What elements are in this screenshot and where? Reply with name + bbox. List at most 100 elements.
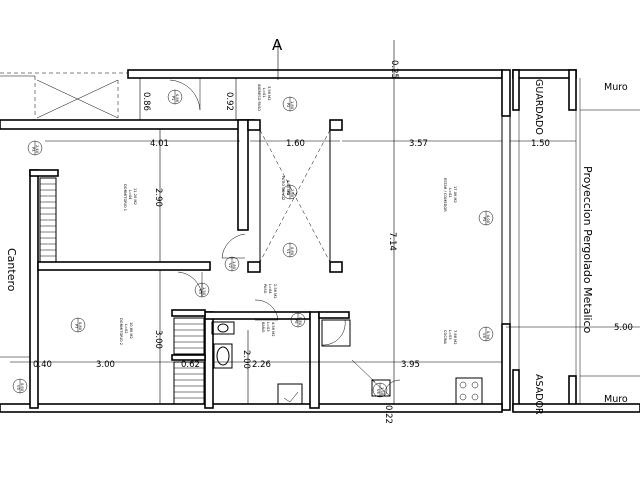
room-estar: ESTAR / COMEDOR L=02 17.06 M2 [443, 178, 457, 212]
room-cocina-level: L=03 [448, 330, 452, 340]
dim-150: 1.50 [531, 139, 550, 149]
dim-714: 7.14 [387, 232, 397, 251]
room-dormitorio2: DORMITORIO 2 L=02 10.86 M2 [119, 318, 133, 345]
room-dormitorio2-area: 10.86 M2 [129, 322, 133, 339]
room-ingreso-name: INGRESO PASO [257, 84, 261, 111]
dim-040: 0.40 [33, 360, 52, 370]
marker-v1: V1 0.80 [282, 242, 298, 258]
walls [0, 69, 640, 413]
marker-p4-size: 2.60 [290, 189, 294, 198]
dim-200: 2.00 [241, 350, 251, 369]
dim-395: 3.95 [401, 360, 420, 370]
marker-p2-size: 1.80 [290, 101, 294, 110]
marker-v5: V5 0.60 [12, 378, 28, 394]
marker-v2-id: V2 [228, 263, 232, 268]
marker-p1-size: 0.86 [175, 94, 179, 103]
room-dormitorio2-name: DORMITORIO 2 [119, 318, 123, 345]
marker-p2: P2 1.80 [282, 96, 298, 112]
room-dormitorio1: DORMITORIO 1 L=04 11.20 M2 [123, 184, 137, 211]
marker-v5-size: 0.60 [20, 383, 24, 392]
guardado-label: GUARDADO [533, 79, 544, 135]
light-patio-cross [259, 129, 331, 263]
dim-226: 2.26 [252, 360, 271, 370]
marker-v1-size: 0.80 [290, 247, 294, 256]
room-labels: INGRESO PASO L=01 3.56 M2 DORMITORIO 1 L… [119, 84, 457, 345]
dim-300v: 3.00 [153, 330, 163, 349]
dim-300h: 3.00 [96, 360, 115, 370]
marker-v4-size: 0.94 [486, 331, 490, 340]
room-dormitorio1-name: DORMITORIO 1 [123, 184, 127, 211]
room-cocina: COCINA L=03 7.88 M2 [443, 330, 457, 345]
room-ingreso-level: L=01 [262, 88, 266, 98]
area-labels: Muro Muro GUARDADO ASADOR Proyeccion Per… [5, 79, 628, 415]
marker-p6-size: 0.80 [298, 317, 302, 326]
marker-v2: V2 1.80 [224, 256, 240, 272]
room-paso-level: L=04 [268, 284, 272, 294]
dimension-texts: 0.25 0.86 0.92 4.01 1.60 3.57 1.50 2.90 … [33, 60, 633, 424]
marker-v3-size: 1.50 [202, 287, 206, 296]
marker-v3: V3 1.50 [194, 282, 210, 298]
dimension-lines [10, 40, 640, 404]
dim-357: 3.57 [409, 139, 428, 149]
marker-p4-id: P4 [286, 191, 290, 196]
room-paso: PASO L=04 2.56 M2 [263, 284, 277, 299]
room-dormitorio1-area: 11.20 M2 [133, 188, 137, 205]
room-ingreso: INGRESO PASO L=01 3.56 M2 [257, 84, 271, 111]
room-bano-area: 4.56 M2 [271, 322, 275, 337]
section-marker: A [272, 36, 283, 54]
muro-top-label: Muro [604, 82, 628, 93]
doors [169, 78, 401, 397]
marker-p5-id: P5 [482, 217, 486, 221]
marker-v6-size: 1.50 [380, 387, 384, 396]
marker-p3-id: P3 [31, 147, 35, 151]
closet-hatch [39, 110, 520, 405]
marker-v5-id: V5 [16, 385, 20, 390]
marker-p5-size: 4.00 [486, 215, 490, 224]
room-paso-area: 2.56 M2 [273, 284, 277, 299]
dim-092: 0.92 [224, 92, 234, 111]
pergolado-label: Proyeccion Pergolado Metalico [581, 166, 594, 334]
room-bano-name: BAÑO [261, 322, 266, 333]
marker-p5: P5 4.00 [478, 210, 494, 226]
marker-v6-id: V6 [376, 389, 380, 394]
room-ingreso-area: 3.56 M2 [267, 86, 271, 101]
marker-p7-size: 0.80 [78, 322, 82, 331]
dim-401: 4.01 [150, 139, 169, 149]
dim-160: 1.60 [286, 139, 305, 149]
room-cocina-area: 7.88 M2 [453, 330, 457, 345]
room-paso-name: PASO [263, 284, 267, 294]
marker-p3-size: 2.40 [35, 145, 39, 154]
marker-v4: V4 0.94 [478, 326, 494, 342]
marker-p3: P3 2.40 [27, 140, 43, 156]
room-patio-name: PATIO DE LUZ [281, 176, 285, 201]
room-estar-area: 17.06 M2 [453, 186, 457, 203]
dim-022: 0.22 [383, 405, 393, 424]
dim-290: 2.90 [153, 188, 163, 207]
marker-v1-id: V1 [286, 249, 290, 254]
pergola-area [575, 78, 640, 404]
dim-086: 0.86 [141, 92, 151, 111]
marker-p1-id: P1 [171, 96, 175, 100]
marker-v2-size: 1.80 [232, 261, 236, 270]
marker-p6: P6 0.80 [290, 312, 306, 328]
room-estar-level: L=02 [448, 188, 452, 198]
asador-label: ASADOR [533, 374, 544, 415]
marker-p4: P4 2.60 [282, 184, 298, 200]
fixtures [211, 319, 483, 405]
marker-p7: P7 0.80 [70, 317, 86, 333]
dim-025: 0.25 [389, 60, 399, 79]
marker-p6-id: P6 [294, 319, 298, 324]
muro-bottom-label: Muro [604, 394, 628, 405]
cantero-label: Cantero [5, 248, 18, 292]
dim-500: 5.00 [614, 323, 633, 333]
marker-v3-id: V3 [198, 289, 202, 294]
room-dormitorio2-level: L=02 [124, 324, 128, 334]
room-bano-level: L=03 [266, 322, 270, 332]
marker-p2-id: P2 [286, 103, 290, 107]
marker-p7-id: P7 [74, 324, 78, 328]
marker-v6: V6 1.50 [372, 382, 388, 398]
dim-062: 0.62 [181, 360, 200, 370]
marker-p1: P1 0.86 [167, 89, 183, 105]
room-bano: BAÑO L=03 4.56 M2 [261, 322, 275, 337]
